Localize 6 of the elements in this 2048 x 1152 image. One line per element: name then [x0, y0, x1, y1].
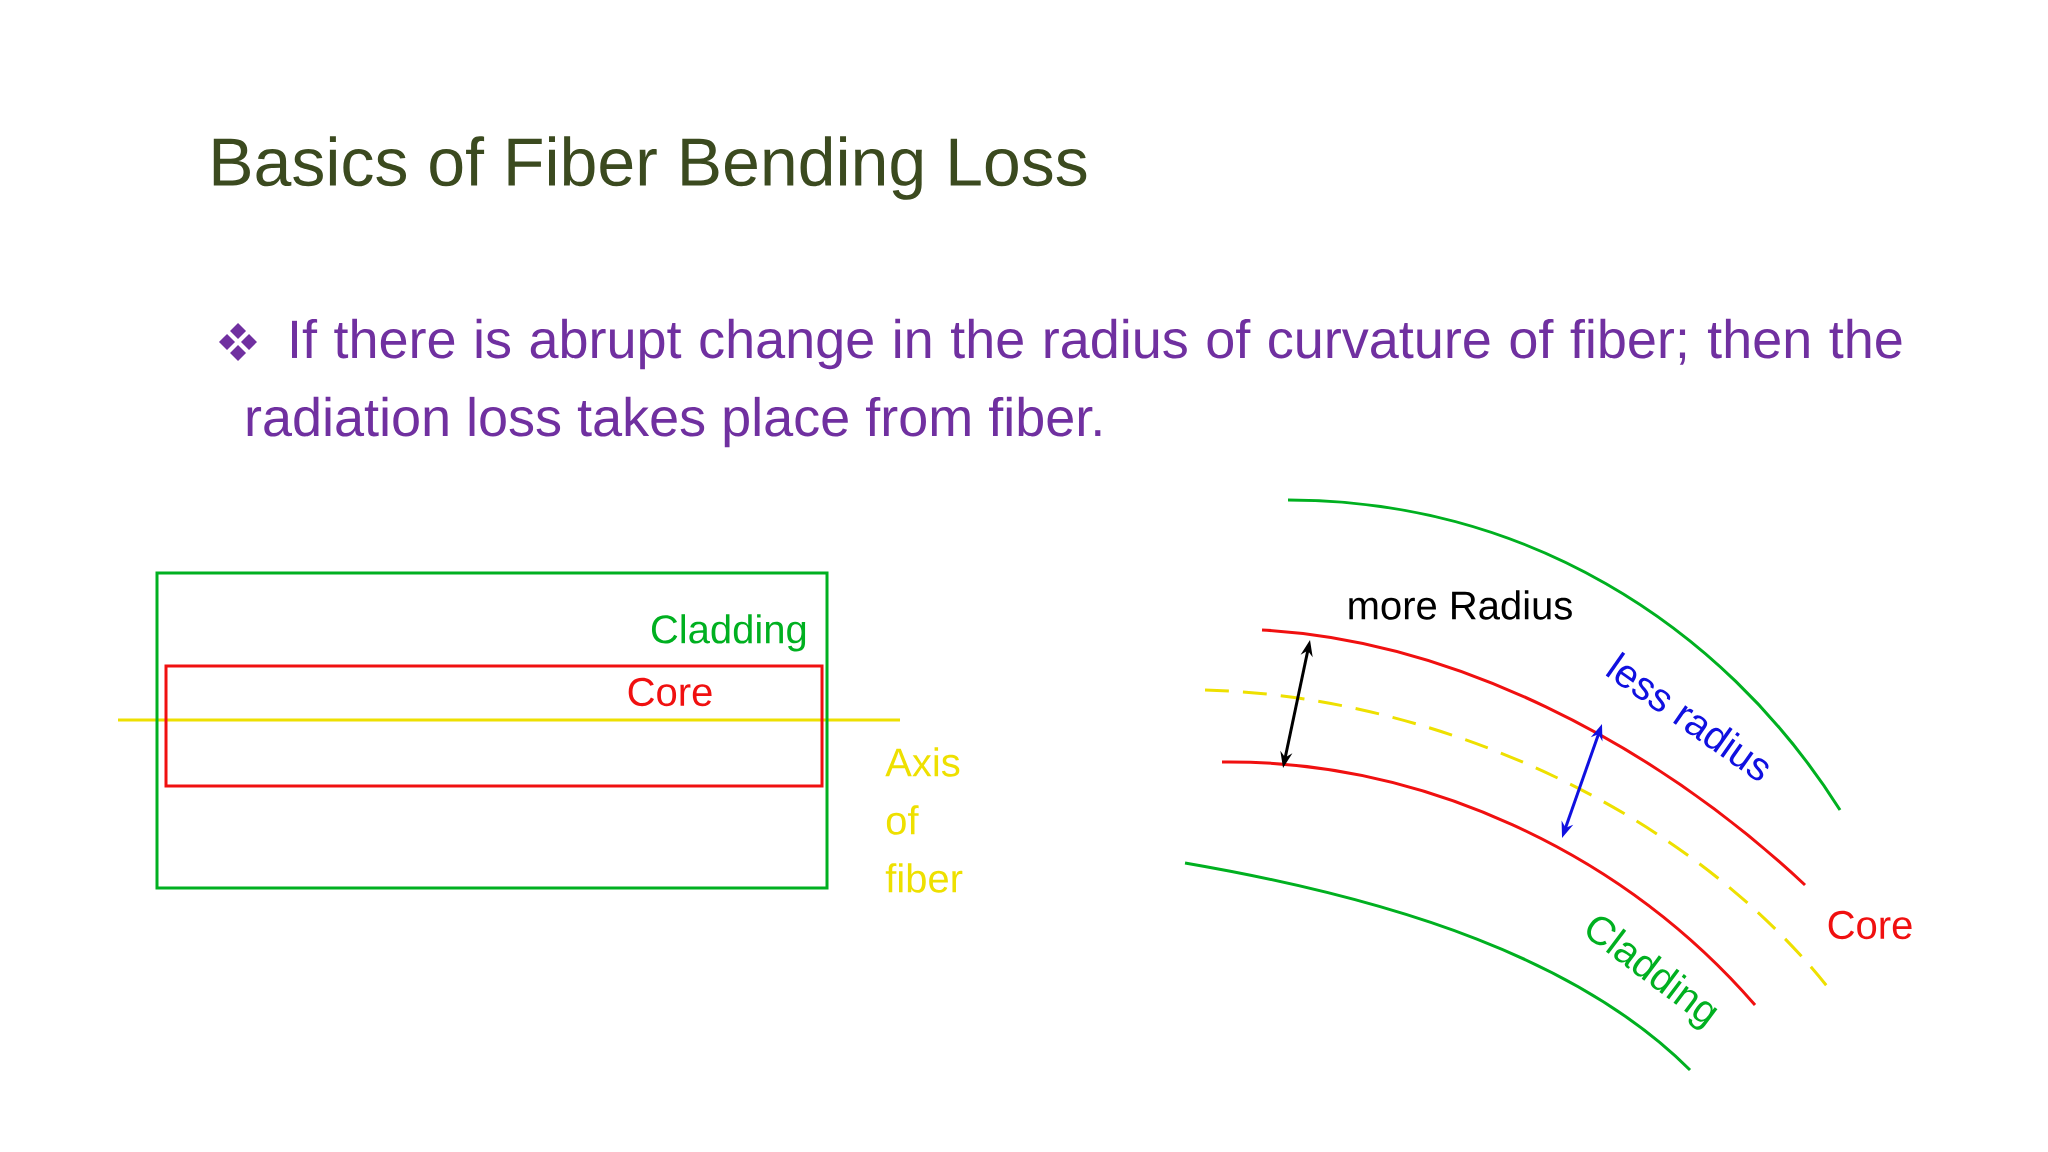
fiber-core-box: Core — [164, 664, 824, 788]
axis-label: Axis of fiber — [885, 747, 963, 893]
radius-label: more Radius — [1349, 590, 1572, 620]
core-label: Core — [1828, 910, 1912, 940]
bullet-text: If there is abrupt change in the radius of curvature of fiber; then the radiation loss takes place from fiber. — [247, 318, 1902, 448]
slide-title: Basics of Fiber Bending Loss — [213, 136, 1087, 200]
